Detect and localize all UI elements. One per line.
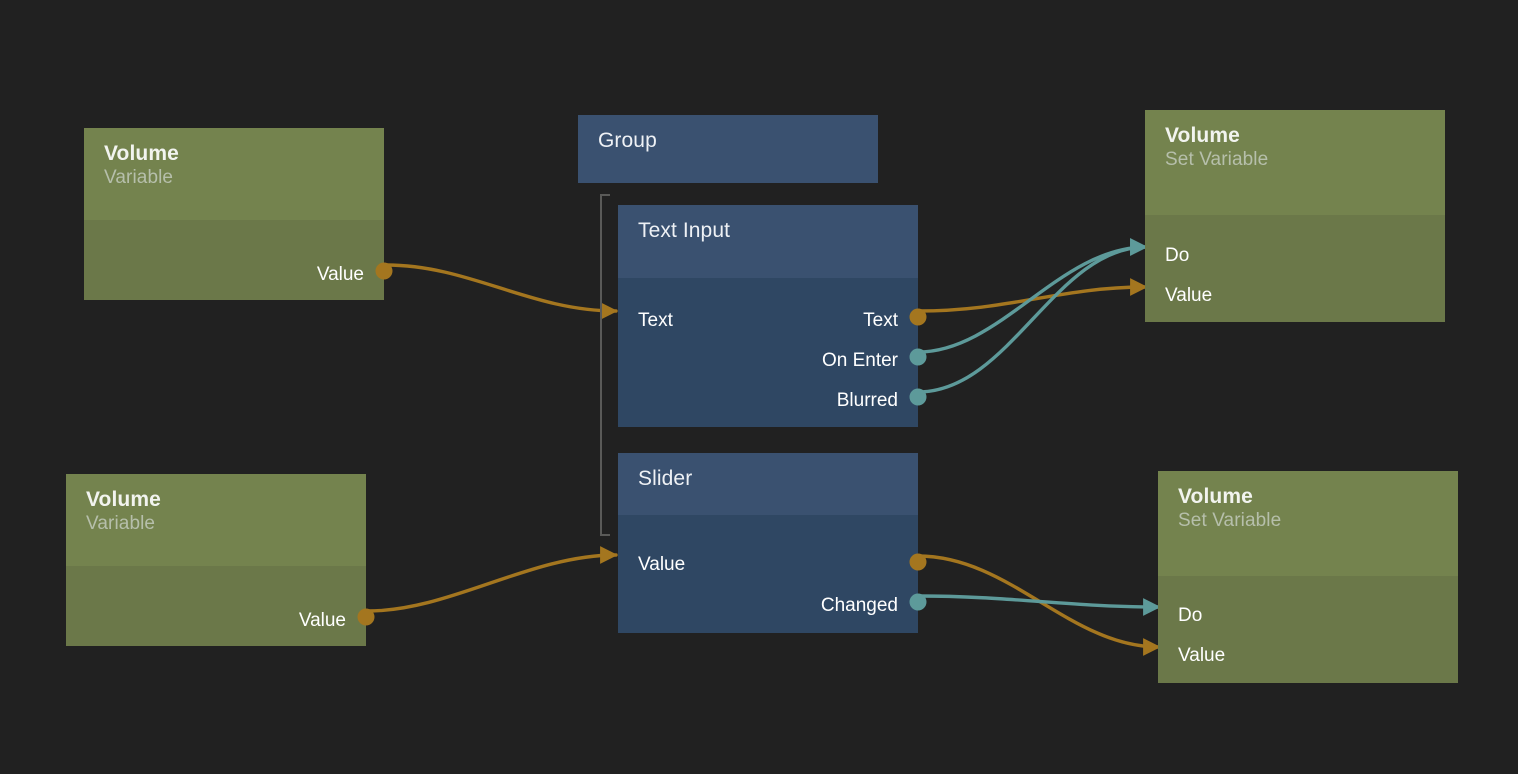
node-title: Slider xyxy=(638,467,693,490)
wire-w1[interactable] xyxy=(384,263,618,320)
output-dot-text[interactable] xyxy=(909,308,927,326)
node-title: Group xyxy=(598,129,657,152)
input-port-value[interactable]: Value xyxy=(1178,645,1226,666)
input-port-value[interactable]: Value xyxy=(638,554,686,575)
output-dot-port-0[interactable] xyxy=(909,553,927,571)
output-dot-value[interactable] xyxy=(375,262,393,280)
node-subtitle: Variable xyxy=(104,166,174,188)
output-port-changed[interactable]: Changed xyxy=(820,595,898,616)
output-dot-on-enter[interactable] xyxy=(909,348,927,366)
group-bracket xyxy=(600,194,610,536)
node-header-group[interactable]: Group xyxy=(578,115,878,183)
node-body-volume-variable-bottom: Value xyxy=(66,566,375,646)
node-title: Volume xyxy=(86,488,161,511)
node-header-text-input[interactable]: Text Input xyxy=(618,205,918,278)
node-subtitle: Set Variable xyxy=(1165,148,1269,170)
output-dot-value[interactable] xyxy=(357,608,375,626)
node-title: Volume xyxy=(1165,124,1240,147)
node-header-slider[interactable]: Slider xyxy=(618,453,918,515)
output-port-text[interactable]: Text xyxy=(863,310,898,331)
node-title: Text Input xyxy=(638,219,731,242)
node-title: Volume xyxy=(104,142,179,165)
input-port-do[interactable]: Do xyxy=(1165,245,1190,266)
wire-w6[interactable] xyxy=(916,554,1161,656)
wire-w3[interactable] xyxy=(916,238,1148,354)
input-port-text[interactable]: Text xyxy=(638,310,673,331)
output-port-blurred[interactable]: Blurred xyxy=(836,390,898,411)
node-title: Volume xyxy=(1178,485,1253,508)
node-subtitle: Variable xyxy=(86,512,156,534)
wire-w2[interactable] xyxy=(916,278,1148,313)
node-group[interactable]: Group xyxy=(578,115,878,183)
input-port-do[interactable]: Do xyxy=(1178,605,1203,626)
wire-w4[interactable] xyxy=(916,238,1148,394)
node-body-volume-variable-top: Value xyxy=(84,220,393,300)
input-port-value[interactable]: Value xyxy=(1165,285,1213,306)
output-port-value[interactable]: Value xyxy=(316,264,364,285)
output-dot-changed[interactable] xyxy=(909,593,927,611)
wire-w7[interactable] xyxy=(916,594,1161,616)
wire-w5[interactable] xyxy=(366,546,618,613)
node-subtitle: Set Variable xyxy=(1178,509,1282,531)
output-port-on-enter[interactable]: On Enter xyxy=(821,350,898,371)
output-dot-blurred[interactable] xyxy=(909,388,927,406)
output-port-value[interactable]: Value xyxy=(298,610,346,631)
